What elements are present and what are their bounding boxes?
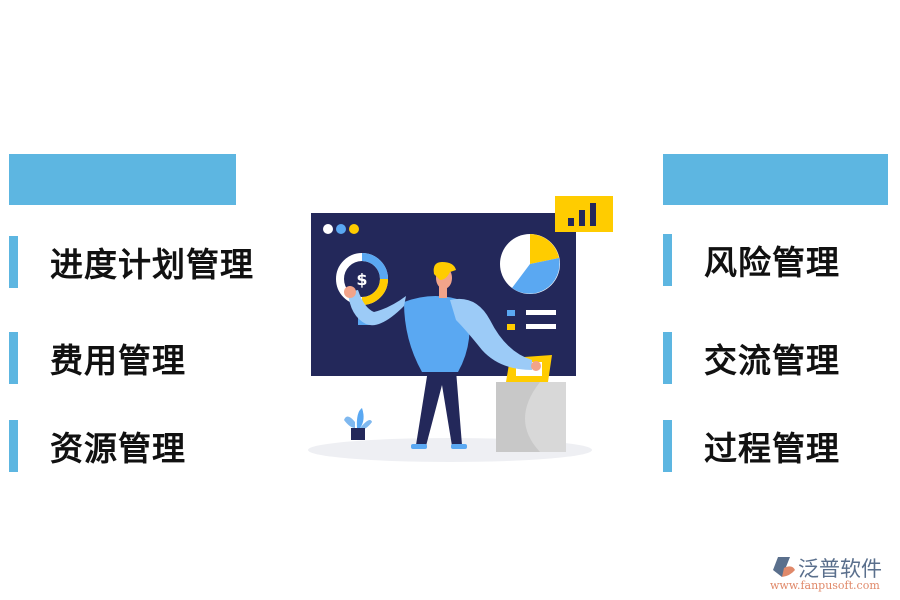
logo-mark-icon xyxy=(773,557,795,577)
item-label: 费用管理 xyxy=(50,341,186,380)
left-header-bar xyxy=(9,154,236,205)
person-left-arm xyxy=(348,290,406,326)
person-hair xyxy=(433,262,456,280)
right-header-bar xyxy=(663,154,888,205)
item-label: 过程管理 xyxy=(704,429,840,468)
right-item-process: 过程管理 xyxy=(663,420,840,472)
left-item-cost: 费用管理 xyxy=(9,332,186,384)
logo-url: www.fanpusoft.com xyxy=(770,579,880,592)
item-label: 资源管理 xyxy=(50,429,186,468)
dashboard-illustration: $ xyxy=(308,196,613,462)
plant-icon xyxy=(344,408,372,440)
item-label: 交流管理 xyxy=(704,341,840,380)
legend-swatch-yellow xyxy=(507,324,515,330)
left-item-schedule: 进度计划管理 xyxy=(9,236,254,288)
left-item-resource: 资源管理 xyxy=(9,420,186,472)
svg-text:$: $ xyxy=(356,270,367,289)
accent-bar xyxy=(663,332,672,384)
legend-line xyxy=(526,310,556,315)
accent-bar xyxy=(663,420,672,472)
dot-white-icon xyxy=(323,224,333,234)
logo-title: 泛普软件 xyxy=(798,557,882,581)
right-item-communication: 交流管理 xyxy=(663,332,840,384)
person-right-arm xyxy=(450,298,532,370)
right-item-risk: 风险管理 xyxy=(663,234,840,286)
legend-line xyxy=(526,324,556,329)
accent-bar xyxy=(663,234,672,286)
fanpusoft-logo: 泛普软件 www.fanpusoft.com xyxy=(770,553,895,595)
accent-bar xyxy=(9,236,18,288)
legend-swatch-blue xyxy=(507,310,515,316)
dot-blue-icon xyxy=(336,224,346,234)
dot-yellow-icon xyxy=(349,224,359,234)
pie-chart-icon xyxy=(500,234,560,294)
person-torso xyxy=(404,296,470,372)
person-legs xyxy=(416,370,462,446)
item-label: 进度计划管理 xyxy=(50,245,254,284)
item-label: 风险管理 xyxy=(704,243,840,282)
accent-bar xyxy=(9,420,18,472)
bar-chart-icon xyxy=(555,196,613,232)
accent-bar xyxy=(9,332,18,384)
